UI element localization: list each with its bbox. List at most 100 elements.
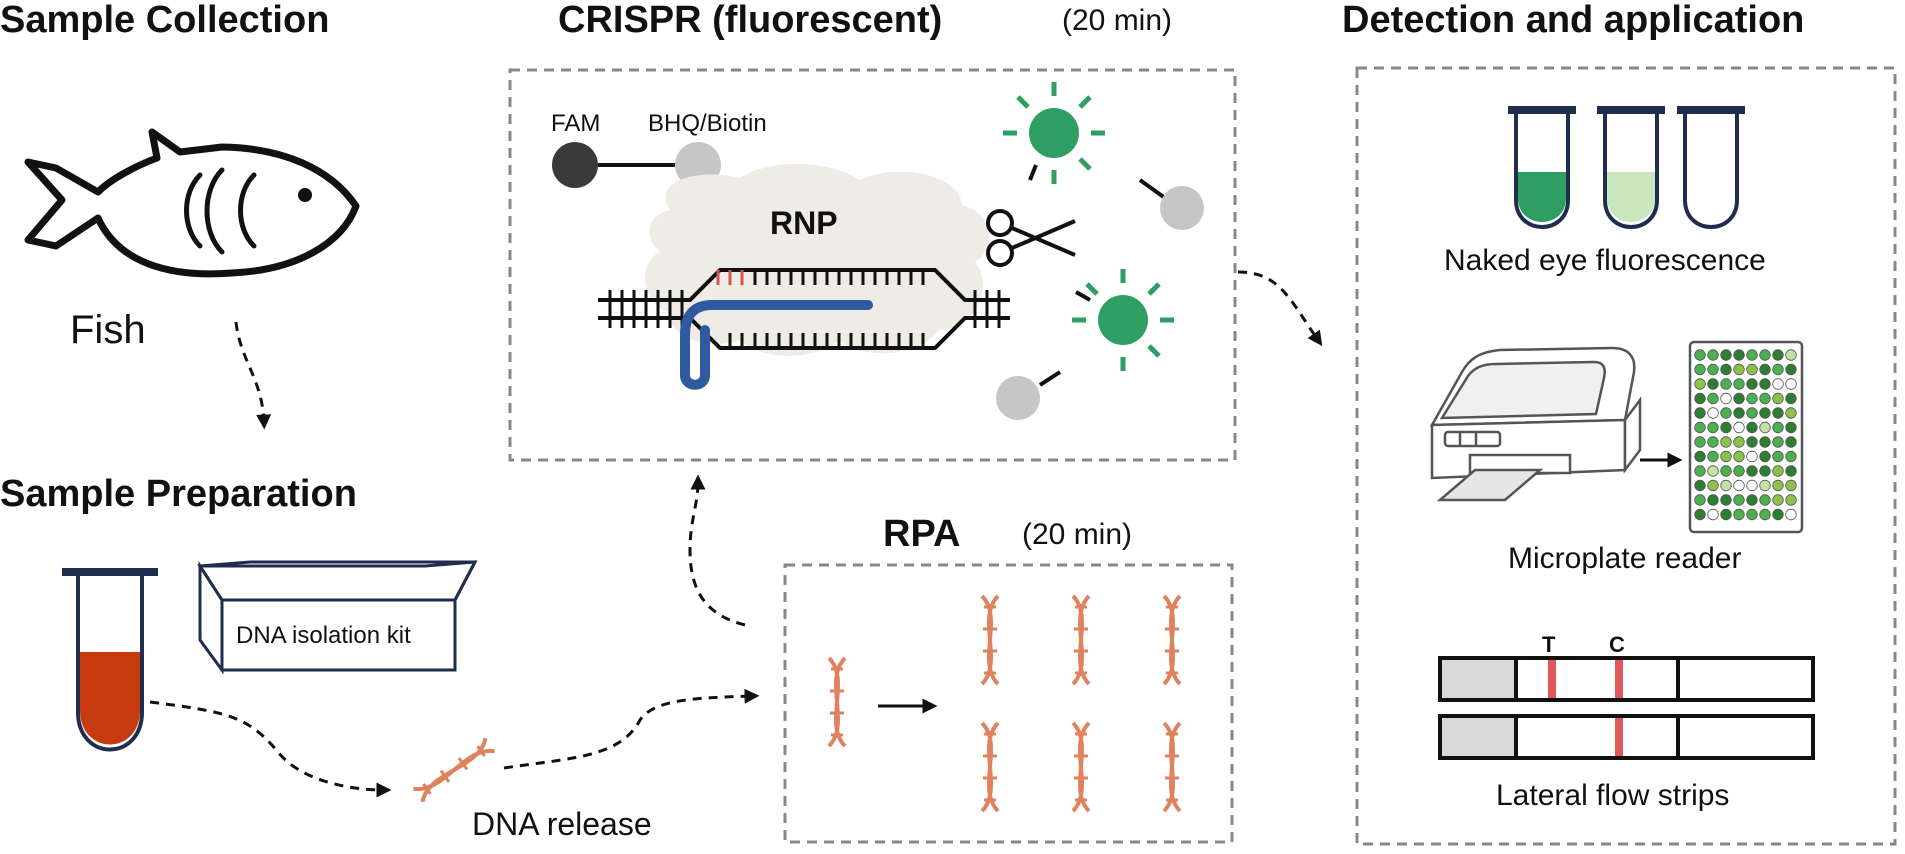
- plate-well: [1694, 494, 1706, 506]
- plate-well: [1707, 450, 1719, 463]
- well-plate-icon: [1688, 340, 1804, 534]
- plate-well: [1772, 378, 1784, 390]
- plate-well: [1785, 465, 1797, 477]
- plate-well: [1785, 349, 1797, 361]
- dna-rungs: [608, 270, 1001, 348]
- plate-well: [1772, 421, 1784, 434]
- plate-well: [1772, 349, 1784, 361]
- arrow-collection-to-preparation: [234, 321, 272, 430]
- bhq-label: BHQ/Biotin: [648, 110, 767, 137]
- plate-well: [1733, 363, 1745, 376]
- arrow-crispr-to-detection: [1237, 270, 1323, 347]
- plate-well: [1772, 407, 1784, 419]
- dna-template-icon: [827, 656, 847, 748]
- quencher-top: [1138, 178, 1204, 230]
- plate-well: [1785, 450, 1797, 463]
- plate-well: [1772, 363, 1784, 376]
- plate-well: [1720, 407, 1732, 419]
- fam-signal-bottom: [1072, 269, 1174, 371]
- heading-sample-collection: Sample Collection: [0, 0, 329, 41]
- rpa-time: (20 min): [1022, 518, 1132, 551]
- scissors-icon: [986, 209, 1076, 267]
- crispr-time: (20 min): [1062, 4, 1172, 37]
- plate-well: [1759, 349, 1771, 361]
- plate-well: [1785, 508, 1797, 521]
- plate-well: [1785, 436, 1797, 448]
- dna-release-label: DNA release: [472, 806, 652, 842]
- plate-well: [1746, 421, 1758, 434]
- plate-well: [1733, 479, 1745, 492]
- crispr-box: [508, 68, 1237, 462]
- plate-well: [1694, 378, 1706, 390]
- plate-well: [1694, 436, 1706, 448]
- plate-well: [1759, 465, 1771, 477]
- plate-well: [1720, 436, 1732, 448]
- guide-rna: [680, 300, 873, 390]
- dna-amplicon-icon: [1162, 721, 1182, 813]
- plate-well: [1759, 363, 1771, 376]
- rnp-label: RNP: [770, 205, 838, 241]
- naked-eye-label: Naked eye fluorescence: [1444, 244, 1766, 277]
- plate-well: [1707, 392, 1719, 405]
- plate-well: [1694, 479, 1706, 492]
- plate-well: [1746, 494, 1758, 506]
- plate-well: [1694, 450, 1706, 463]
- plate-well: [1759, 494, 1771, 506]
- dna-amplicon-icon: [1071, 594, 1091, 686]
- strip-c-label: C: [1609, 632, 1625, 657]
- lateral-flow-label: Lateral flow strips: [1496, 779, 1729, 812]
- plate-well: [1746, 363, 1758, 376]
- plate-well: [1759, 450, 1771, 463]
- tube-icon: [1597, 106, 1665, 229]
- plate-well: [1694, 465, 1706, 477]
- plate-well: [1785, 494, 1797, 506]
- plate-well: [1746, 436, 1758, 448]
- plate-well: [1733, 392, 1745, 405]
- plate-well: [1707, 378, 1719, 390]
- arrow-rpa-to-crispr: [688, 474, 746, 627]
- plate-well: [1720, 392, 1732, 405]
- plate-well: [1772, 436, 1784, 448]
- plate-well: [1694, 407, 1706, 419]
- plate-well: [1720, 421, 1732, 434]
- plate-well: [1720, 450, 1732, 463]
- plate-well: [1746, 349, 1758, 361]
- dna-amplicon-icon: [980, 594, 1000, 686]
- plate-well: [1720, 363, 1732, 376]
- heading-crispr: CRISPR (fluorescent): [558, 0, 942, 41]
- plate-well: [1733, 421, 1745, 434]
- detection-box: [1355, 66, 1897, 846]
- plate-well: [1759, 479, 1771, 492]
- plate-well: [1720, 349, 1732, 361]
- plate-well: [1772, 465, 1784, 477]
- plate-well: [1694, 508, 1706, 521]
- arrow-preparation-to-release: [149, 700, 392, 798]
- plate-well: [1707, 465, 1719, 477]
- plate-well: [1733, 436, 1745, 448]
- plate-well: [1707, 508, 1719, 521]
- plate-well: [1759, 378, 1771, 390]
- plate-well: [1785, 407, 1797, 419]
- tube-icon: [1508, 106, 1576, 229]
- plate-well: [1785, 479, 1797, 492]
- plate-wells: [1694, 349, 1797, 521]
- plate-well: [1785, 421, 1797, 434]
- plate-well: [1746, 392, 1758, 405]
- plate-well: [1720, 378, 1732, 390]
- rpa-box: [783, 563, 1234, 844]
- plate-well: [1759, 436, 1771, 448]
- dna-amplicon-icon: [980, 721, 1000, 813]
- plate-well: [1707, 349, 1719, 361]
- plate-well: [1785, 392, 1797, 405]
- plate-well: [1746, 407, 1758, 419]
- plate-well: [1694, 421, 1706, 434]
- plate-well: [1694, 349, 1706, 361]
- plate-well: [1733, 508, 1745, 521]
- plate-well: [1785, 378, 1797, 390]
- microplate-reader-icon: [1429, 346, 1642, 502]
- fish-label: Fish: [70, 308, 146, 352]
- plate-well: [1772, 392, 1784, 405]
- plate-well: [1720, 479, 1732, 492]
- plate-well: [1746, 378, 1758, 390]
